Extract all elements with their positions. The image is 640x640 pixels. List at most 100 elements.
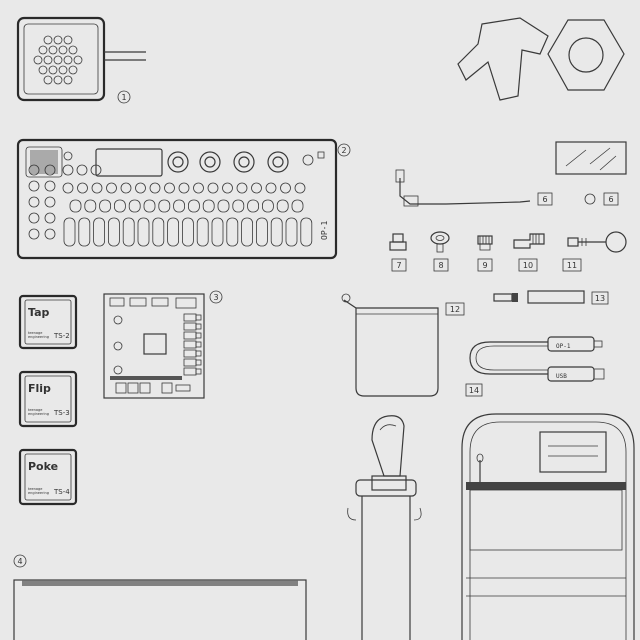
device-button <box>76 164 88 176</box>
callout-11: 11 <box>567 261 577 270</box>
keyboard-key <box>173 199 186 213</box>
callout-6b: 6 <box>608 195 613 204</box>
device-button <box>28 212 40 224</box>
callout-8: 8 <box>438 261 443 270</box>
small-part-11-keyring <box>567 231 627 253</box>
device-button <box>294 182 306 194</box>
keyboard-key <box>84 199 97 213</box>
device-button <box>149 182 161 194</box>
keyboard-key <box>232 199 245 213</box>
to-logo <box>457 17 625 101</box>
keyboard-key <box>137 217 150 247</box>
device-button <box>265 182 277 194</box>
callout-4: 4 <box>17 557 22 566</box>
device-button <box>120 182 132 194</box>
keyboard-key <box>241 217 254 247</box>
device-button <box>28 180 40 192</box>
callout-14: 14 <box>469 386 479 395</box>
device-button <box>44 212 56 224</box>
device-side-label: OP-1 <box>320 221 329 240</box>
pouch <box>341 293 439 397</box>
device-button <box>62 182 74 194</box>
device-speaker-grille <box>30 150 58 174</box>
keyboard-key <box>211 217 224 247</box>
tile-tap-brand1: teenage <box>28 331 42 335</box>
keyboard-key <box>217 199 230 213</box>
callout-1: 1 <box>121 93 126 102</box>
device-screen <box>95 148 163 177</box>
plug-mark-2: USB <box>556 373 567 380</box>
callout-3: 3 <box>213 293 218 302</box>
keyboard-key <box>99 199 111 213</box>
tile-poke-brand2: engineering <box>28 491 49 495</box>
keyboard-key <box>143 199 156 213</box>
circuit-board <box>103 293 205 399</box>
tile-tap: Tap teenage engineering TS-2 <box>18 294 78 350</box>
pcb-switch <box>183 340 197 349</box>
plug-mark-1: OP-1 <box>556 343 571 350</box>
pcb-switch <box>183 367 197 376</box>
keyboard-key <box>291 199 304 213</box>
small-part-8-key <box>430 231 450 253</box>
device-button <box>164 182 175 194</box>
keyboard-key <box>152 217 165 247</box>
keyboard-key <box>187 199 200 213</box>
pcb-pad <box>195 359 202 366</box>
device-button <box>44 196 56 208</box>
rubber-foot <box>584 193 596 205</box>
tile-flip-brand2: engineering <box>28 412 49 416</box>
keyboard-key <box>167 217 180 247</box>
device-button <box>28 196 40 208</box>
pcb-pad <box>195 368 202 375</box>
small-part-7 <box>389 233 407 251</box>
device-button <box>280 182 291 194</box>
pcb-pad <box>195 314 202 321</box>
callout-6a: 6 <box>542 195 547 204</box>
speaker-module <box>16 16 146 102</box>
keyboard-key <box>128 199 141 213</box>
tile-poke-brand1: teenage <box>28 487 42 491</box>
keyboard-key <box>63 217 76 247</box>
small-part-9 <box>477 235 493 251</box>
device-button <box>28 164 40 176</box>
tile-flip: Flip teenage engineering TS-3 <box>18 370 78 428</box>
keyboard-key <box>247 199 260 213</box>
device-button <box>62 164 74 176</box>
device-button <box>207 182 219 194</box>
usb-drive <box>493 290 585 304</box>
audio-cable <box>395 169 531 207</box>
keyboard-key <box>158 199 171 213</box>
device-button <box>251 182 262 194</box>
keyboard-key <box>255 217 268 247</box>
pcb-pad <box>195 350 202 357</box>
tile-flip-brand1: teenage <box>28 408 42 412</box>
pcb-switch <box>183 358 197 367</box>
device-button <box>222 182 233 194</box>
keyboard-key <box>261 199 274 213</box>
pcb-switch <box>183 313 197 322</box>
keyboard-key <box>78 217 91 247</box>
device-button <box>106 182 117 194</box>
callout-13: 13 <box>595 294 605 303</box>
device-button <box>44 164 56 176</box>
keyboard-key <box>226 217 239 247</box>
device-button <box>90 164 102 176</box>
tile-tap-brand2: engineering <box>28 335 49 339</box>
tile-poke-code: TS-4 <box>53 488 70 496</box>
callout-7: 7 <box>396 261 401 270</box>
keyboard-key <box>181 217 194 247</box>
callout-10: 10 <box>523 261 533 270</box>
callout-9: 9 <box>482 261 487 270</box>
pcb-switch <box>183 322 197 331</box>
tile-poke: Poke teenage engineering TS-4 <box>18 448 78 506</box>
tile-poke-word: Poke <box>28 460 58 473</box>
device-button <box>236 182 248 194</box>
callout-12: 12 <box>450 305 460 314</box>
tile-flip-word: Flip <box>28 382 51 395</box>
keyboard-key <box>276 199 289 213</box>
callout-2: 2 <box>341 146 346 155</box>
pcb-switch <box>183 331 197 340</box>
pcb-switch <box>183 349 197 358</box>
carry-bag <box>461 413 635 640</box>
keyboard-key <box>202 199 215 213</box>
